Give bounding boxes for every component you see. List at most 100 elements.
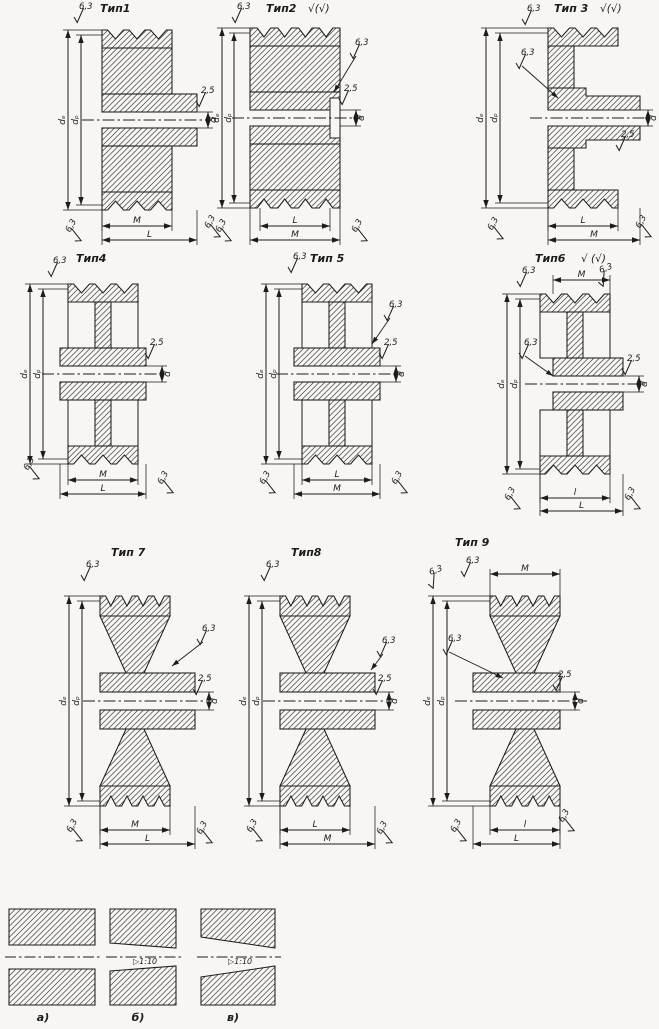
roughness-check-icon bbox=[195, 91, 207, 108]
roughness-check-icon bbox=[260, 565, 272, 582]
rim-top-section bbox=[67, 283, 139, 303]
roughness-mark: 6,3 bbox=[350, 218, 369, 242]
roughness-value: 6,3 bbox=[64, 218, 79, 235]
dimension-label: d bbox=[209, 117, 219, 123]
roughness-value: 6,3 bbox=[350, 218, 365, 235]
figure-title: Тип4 bbox=[76, 252, 106, 265]
dimension-label: dₑ bbox=[423, 696, 433, 706]
roughness-check-icon bbox=[192, 679, 204, 696]
dimension-label: L bbox=[312, 820, 317, 830]
roughness-check-icon bbox=[509, 495, 522, 510]
roughness-value: 6,3 bbox=[237, 2, 251, 12]
roughness-mark: 6,3 bbox=[214, 218, 233, 242]
taper-label: ▷1:10 bbox=[133, 957, 157, 966]
figure-title: Тип1 bbox=[100, 2, 130, 15]
roughness-value: 2,5 bbox=[627, 354, 641, 364]
roughness-check-icon bbox=[47, 261, 59, 278]
dimension-label: dₚ bbox=[490, 113, 500, 123]
roughness-check-icon bbox=[144, 343, 156, 360]
roughness-value: 6,3 bbox=[65, 818, 80, 835]
rim-bottom-section bbox=[67, 445, 139, 465]
roughness-mark: 6,3 bbox=[65, 818, 84, 842]
roughness-check-icon bbox=[264, 479, 277, 494]
roughness-value: 6,3 bbox=[22, 456, 37, 473]
roughness-value: 6,3 bbox=[449, 818, 464, 835]
roughness-check-icon bbox=[492, 225, 505, 240]
roughness-check-icon bbox=[552, 675, 564, 692]
roughness-value: 6,3 bbox=[214, 218, 229, 235]
dimension-label: dₚ bbox=[224, 113, 234, 123]
rim-bottom-section bbox=[279, 785, 351, 807]
roughness-mark: 6,3 bbox=[598, 262, 614, 288]
roughness-check-icon bbox=[396, 479, 409, 494]
roughness-mark: 6,3 bbox=[449, 818, 468, 842]
leader-line bbox=[371, 317, 391, 345]
roughness-value: 6,3 bbox=[634, 214, 649, 231]
dimension-label: M bbox=[578, 270, 586, 280]
roughness-check-icon bbox=[220, 227, 233, 242]
rim-bottom-section bbox=[539, 455, 611, 475]
rim-top-section bbox=[547, 27, 619, 47]
roughness-value: 6,3 bbox=[527, 4, 541, 14]
roughness-mark: 6,3 bbox=[376, 636, 396, 658]
dimension-label: dₚ bbox=[33, 369, 43, 379]
rim-bottom-section bbox=[101, 191, 173, 211]
dimension-label: L bbox=[147, 230, 152, 240]
dimension-label: M bbox=[291, 230, 299, 240]
roughness-mark: 6,3 bbox=[390, 470, 409, 494]
figure-title: Тип 9 bbox=[455, 536, 490, 549]
roughness-value: 2,5 bbox=[198, 674, 212, 684]
roughness-mark: 2,5 bbox=[338, 84, 358, 106]
roughness-check-icon bbox=[615, 135, 627, 152]
roughness-mark: 6,3 bbox=[258, 470, 277, 494]
roughness-mark: 2,5 bbox=[615, 130, 635, 152]
roughness-check-icon bbox=[201, 829, 214, 844]
roughness-mark: 6,3 bbox=[349, 38, 369, 60]
roughness-check-icon bbox=[349, 43, 361, 60]
dimension-label: l bbox=[524, 820, 527, 830]
rest-surfaces-roughness-mark: √(√) bbox=[308, 3, 330, 15]
leader-line bbox=[171, 641, 204, 667]
web-section bbox=[249, 45, 341, 93]
dimension-label: d bbox=[640, 381, 650, 387]
leader-line bbox=[370, 653, 384, 671]
roughness-mark: 6,3 bbox=[80, 560, 100, 582]
dimension-label: M bbox=[590, 230, 598, 240]
dimension-label: M bbox=[133, 216, 141, 226]
bore-section-lower bbox=[8, 968, 96, 1006]
web-section bbox=[279, 728, 351, 787]
figure-title: Тип8 bbox=[291, 546, 322, 559]
roughness-value: 6,3 bbox=[390, 470, 405, 487]
dimension-label: d bbox=[390, 698, 400, 704]
web-section bbox=[489, 615, 561, 674]
detail-view-a: а) bbox=[5, 908, 101, 1024]
bore-section-upper bbox=[8, 908, 96, 946]
rim-bottom-section bbox=[249, 189, 341, 209]
figure-title: Тип 7 bbox=[111, 546, 146, 559]
roughness-value: 6,3 bbox=[245, 818, 260, 835]
detail-caption: б) bbox=[132, 1011, 145, 1024]
roughness-check-icon bbox=[376, 641, 388, 658]
roughness-mark: 6,3 bbox=[47, 256, 67, 278]
roughness-mark: 6,3 bbox=[73, 2, 93, 24]
dimension-label: d bbox=[163, 371, 173, 377]
rim-top-section bbox=[301, 283, 373, 303]
hub-section bbox=[101, 127, 198, 147]
hub-section bbox=[552, 391, 624, 411]
dimension-label: dₚ bbox=[437, 696, 447, 706]
roughness-mark: 6,3 bbox=[518, 338, 538, 360]
rim-bottom-section bbox=[99, 785, 171, 807]
dimension-label: L bbox=[334, 470, 339, 480]
roughness-mark: 6,3 bbox=[623, 486, 642, 510]
roughness-check-icon bbox=[378, 343, 390, 360]
figure-title: Тип 3 bbox=[554, 2, 589, 15]
figure-title: Тип2 bbox=[266, 2, 297, 15]
hub-section bbox=[101, 93, 198, 113]
web-section bbox=[489, 728, 561, 787]
roughness-check-icon bbox=[372, 679, 384, 696]
roughness-check-icon bbox=[73, 7, 85, 24]
roughness-mark: 6,3 bbox=[634, 214, 653, 238]
